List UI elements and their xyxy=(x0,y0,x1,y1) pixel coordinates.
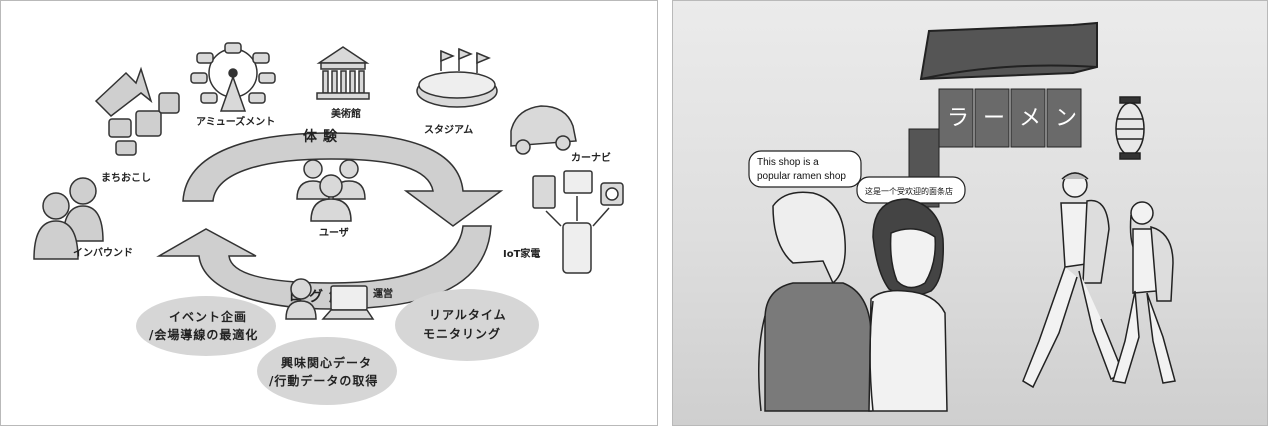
label-carnavi: カーナビ xyxy=(571,151,611,164)
speech-bubble-english xyxy=(748,150,862,188)
iot-appliances-icon xyxy=(532,170,624,274)
bubble-event-line2: /会場導線の最適化 xyxy=(149,327,258,342)
cycle-arrow-top xyxy=(182,132,504,227)
stadium-icon xyxy=(416,47,498,108)
bubble-event xyxy=(136,296,276,356)
noren-char-4: ン xyxy=(1055,106,1077,131)
museum-icon xyxy=(316,46,370,100)
hiker-woman-illustration xyxy=(1112,201,1176,384)
bubble-interest-line1: 興味関心データ xyxy=(281,355,372,370)
users-group-icon xyxy=(296,159,366,222)
label-museum: 美術館 xyxy=(331,107,361,120)
bubble-realtime-line2: モニタリング xyxy=(423,326,501,341)
ramen-scene: ラ ー メ ン This shop is a popular ramen sho… xyxy=(748,21,1176,412)
speech-english-line1: This shop is a xyxy=(757,157,819,168)
arrow-label-experience: 体験 xyxy=(303,128,343,145)
bubble-realtime-line1: リアルタイム xyxy=(429,308,507,322)
town-revitalization-icon xyxy=(94,66,180,156)
bubble-event-line1: イベント企画 xyxy=(169,309,247,324)
bubble-realtime xyxy=(395,289,539,361)
lantern xyxy=(1115,96,1145,160)
shop-awning xyxy=(919,21,1098,81)
label-stadium: スタジアム xyxy=(424,124,473,136)
bubble-interest-line2: /行動データの取得 xyxy=(269,373,378,388)
label-operation: 運営 xyxy=(373,287,393,300)
service-diagram-panel: 体験 ログ解析 ユーザ インバウンド まちおこし アミューズメント xyxy=(0,0,658,426)
label-user: ユーザ xyxy=(319,227,349,239)
speech-chinese-text: 这是一个受欢迎的面条店 xyxy=(865,186,953,196)
backpacker-man-illustration xyxy=(1022,172,1124,389)
operator-icon xyxy=(285,278,375,320)
label-iot: IoT家電 xyxy=(503,247,540,260)
ramen-scene-panel: ラ ー メ ン This shop is a popular ramen sho… xyxy=(672,0,1268,426)
woman-left-illustration xyxy=(758,191,872,412)
noren-char-2: ー xyxy=(983,106,1005,131)
noren-curtain xyxy=(938,88,1082,148)
tourists-icon xyxy=(33,177,104,260)
label-machiokoshi: まちおこし xyxy=(101,172,151,184)
car-icon xyxy=(510,105,577,155)
label-inbound: インバウンド xyxy=(73,247,133,259)
label-amusement: アミューズメント xyxy=(196,115,275,128)
ferris-wheel-icon xyxy=(190,42,276,112)
speech-english-line2: popular ramen shop xyxy=(757,171,846,182)
woman-center-illustration xyxy=(868,198,948,412)
noren-char-3: メ xyxy=(1019,106,1041,131)
noren-char-1: ラ xyxy=(947,106,969,131)
bubble-interest xyxy=(257,337,397,405)
service-diagram: 体験 ログ解析 ユーザ インバウンド まちおこし アミューズメント xyxy=(33,42,624,405)
